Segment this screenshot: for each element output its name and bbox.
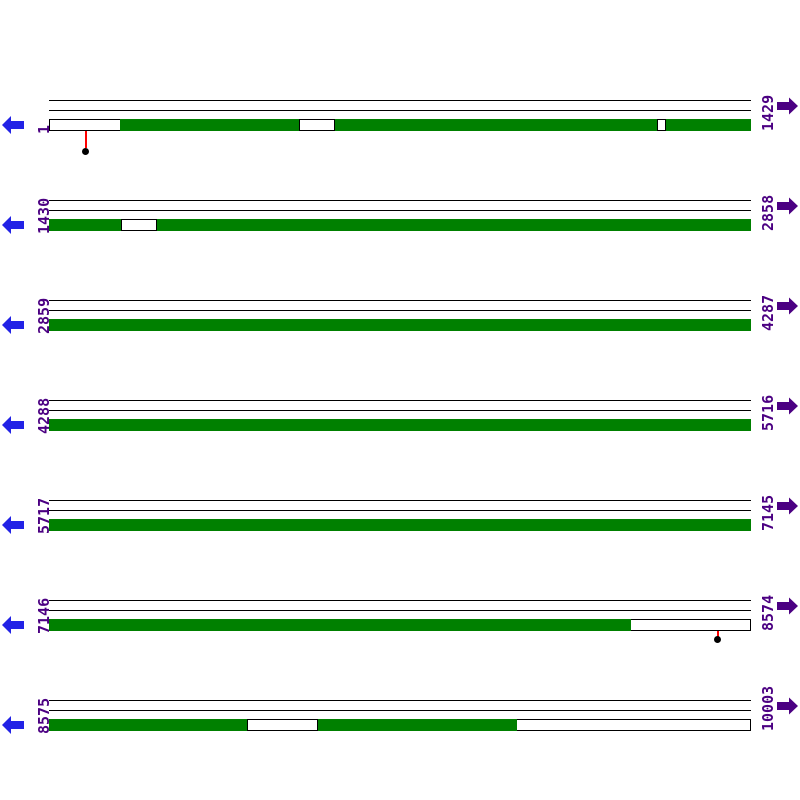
sequence-track [49, 719, 751, 731]
marker-dot [714, 635, 722, 643]
row-start-coordinate: 8575 [35, 697, 53, 734]
sequence-track [49, 119, 751, 131]
scroll-right-arrow-icon[interactable] [777, 97, 798, 115]
track-line [49, 110, 751, 111]
scroll-right-arrow-icon[interactable] [777, 697, 798, 715]
track-line [49, 300, 751, 301]
sequence-track [49, 219, 751, 231]
row-end-coordinate: 8574 [759, 594, 777, 631]
scroll-left-arrow-icon[interactable] [2, 515, 24, 535]
scroll-right-arrow-icon[interactable] [777, 597, 798, 615]
aligned-segment [49, 619, 632, 631]
scroll-left-arrow-icon[interactable] [2, 415, 24, 435]
track-line [49, 710, 751, 711]
scroll-right-arrow-icon[interactable] [777, 297, 798, 315]
marker-stem [84, 131, 87, 148]
track-line [49, 700, 751, 701]
scroll-left-arrow-icon[interactable] [2, 615, 24, 635]
row-end-coordinate: 7145 [759, 494, 777, 531]
sequence-track [49, 619, 751, 631]
scroll-right-arrow-icon[interactable] [777, 497, 798, 515]
sequence-track [49, 319, 751, 331]
track-line [49, 100, 751, 101]
aligned-segment [49, 519, 751, 531]
sequence-track [49, 519, 751, 531]
track-line [49, 500, 751, 501]
row-end-coordinate: 4287 [759, 294, 777, 331]
scroll-left-arrow-icon[interactable] [2, 115, 24, 135]
row-end-coordinate: 10003 [759, 685, 777, 731]
track-line [49, 200, 751, 201]
track-line [49, 210, 751, 211]
alignment-gap [246, 719, 318, 731]
scroll-left-arrow-icon[interactable] [2, 315, 24, 335]
scroll-left-arrow-icon[interactable] [2, 715, 24, 735]
alignment-gap [656, 119, 666, 131]
alignment-gap [298, 119, 336, 131]
row-start-coordinate: 7146 [35, 597, 53, 634]
track-line [49, 600, 751, 601]
aligned-segment [49, 419, 751, 431]
track-line [49, 510, 751, 511]
aligned-segment [49, 319, 751, 331]
row-start-coordinate: 1 [35, 124, 53, 134]
marker-dot [81, 147, 89, 155]
aligned-segment [120, 119, 751, 131]
row-start-coordinate: 5717 [35, 497, 53, 534]
row-start-coordinate: 4288 [35, 397, 53, 434]
scroll-left-arrow-icon[interactable] [2, 215, 24, 235]
track-line [49, 410, 751, 411]
row-end-coordinate: 1429 [759, 94, 777, 131]
sequence-track [49, 419, 751, 431]
track-line [49, 400, 751, 401]
track-line [49, 310, 751, 311]
row-end-coordinate: 5716 [759, 394, 777, 431]
row-start-coordinate: 2859 [35, 297, 53, 334]
scroll-right-arrow-icon[interactable] [777, 397, 798, 415]
track-line [49, 610, 751, 611]
alignment-gap [121, 219, 157, 231]
row-end-coordinate: 2858 [759, 194, 777, 231]
row-start-coordinate: 1430 [35, 197, 53, 234]
aligned-segment [49, 219, 751, 231]
scroll-right-arrow-icon[interactable] [777, 197, 798, 215]
marker-stem [717, 631, 720, 637]
